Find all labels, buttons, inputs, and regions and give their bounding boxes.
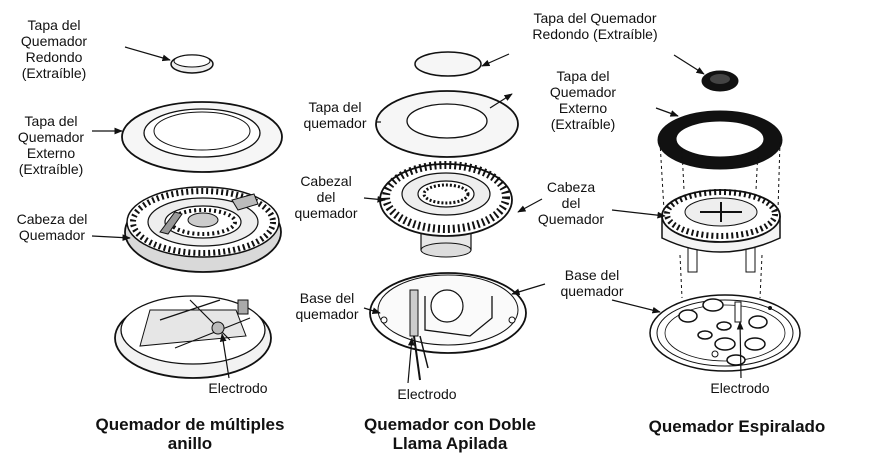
left-caption: Quemador de múltiples anillo bbox=[95, 415, 285, 453]
middle-burner-cap bbox=[414, 51, 482, 77]
middle-round-cap-label: Tapa del Quemador Redondo (Extraíble) bbox=[532, 10, 658, 42]
right-caption: Quemador Espiralado bbox=[648, 417, 826, 436]
left-burner-cap bbox=[170, 54, 214, 74]
right-electrode-label: Electrodo bbox=[710, 380, 770, 396]
right-head-label: Cabeza del Quemador bbox=[537, 179, 605, 227]
left-round-cap-label: Tapa del Quemador Redondo (Extraíble) bbox=[20, 17, 88, 81]
right-outer-cap bbox=[657, 110, 783, 170]
left-burner-head bbox=[124, 186, 282, 273]
middle-base-label: Base del quemador bbox=[295, 290, 359, 322]
right-dashed-guides bbox=[659, 141, 781, 299]
left-electrode-label: Electrodo bbox=[208, 380, 268, 396]
middle-burner-base bbox=[369, 272, 527, 381]
right-outer-cap-label: Tapa del Quemador Externo (Extraíble) bbox=[549, 68, 617, 132]
left-burner-base bbox=[114, 295, 272, 379]
middle-outer-cap bbox=[375, 90, 519, 158]
leader-lines bbox=[91, 46, 744, 384]
middle-head-label: Cabezal del quemador bbox=[294, 173, 358, 221]
right-base-label: Base del quemador bbox=[560, 267, 624, 299]
middle-burner-head bbox=[379, 161, 513, 258]
left-outer-cap bbox=[121, 101, 283, 173]
left-head-label: Cabeza del Quemador bbox=[16, 211, 88, 243]
right-burner-head bbox=[661, 189, 781, 273]
left-outer-cap-label: Tapa del Quemador Externo (Extraíble) bbox=[17, 113, 85, 177]
right-burner-base bbox=[649, 294, 801, 372]
middle-burner-cap-label: Tapa del quemador bbox=[303, 99, 367, 131]
middle-electrode-label: Electrodo bbox=[397, 386, 457, 402]
right-burner-cap bbox=[701, 70, 739, 92]
middle-caption: Quemador con Doble Llama Apilada bbox=[364, 415, 536, 453]
